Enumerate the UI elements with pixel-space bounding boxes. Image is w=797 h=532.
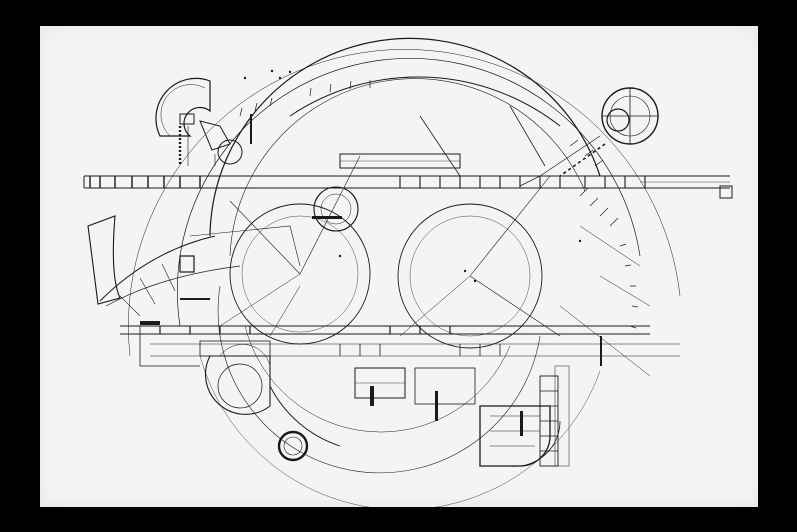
lower-right-building xyxy=(479,365,570,467)
main-corridor xyxy=(83,153,733,199)
dark-wall-segments xyxy=(140,114,602,436)
scattered-dots xyxy=(243,69,582,283)
top-right-rotunda xyxy=(519,87,659,187)
central-circles xyxy=(229,186,543,462)
lower-corridor xyxy=(120,325,680,405)
left-wing xyxy=(87,215,301,317)
arc-tick-marks xyxy=(239,80,639,329)
architectural-plan-drawing xyxy=(83,37,733,507)
top-left-tower xyxy=(155,77,243,166)
drawing-sheet xyxy=(40,26,758,507)
lower-left-buildings xyxy=(139,326,271,415)
concentric-arcs xyxy=(128,37,681,507)
radial-lines xyxy=(219,105,651,377)
